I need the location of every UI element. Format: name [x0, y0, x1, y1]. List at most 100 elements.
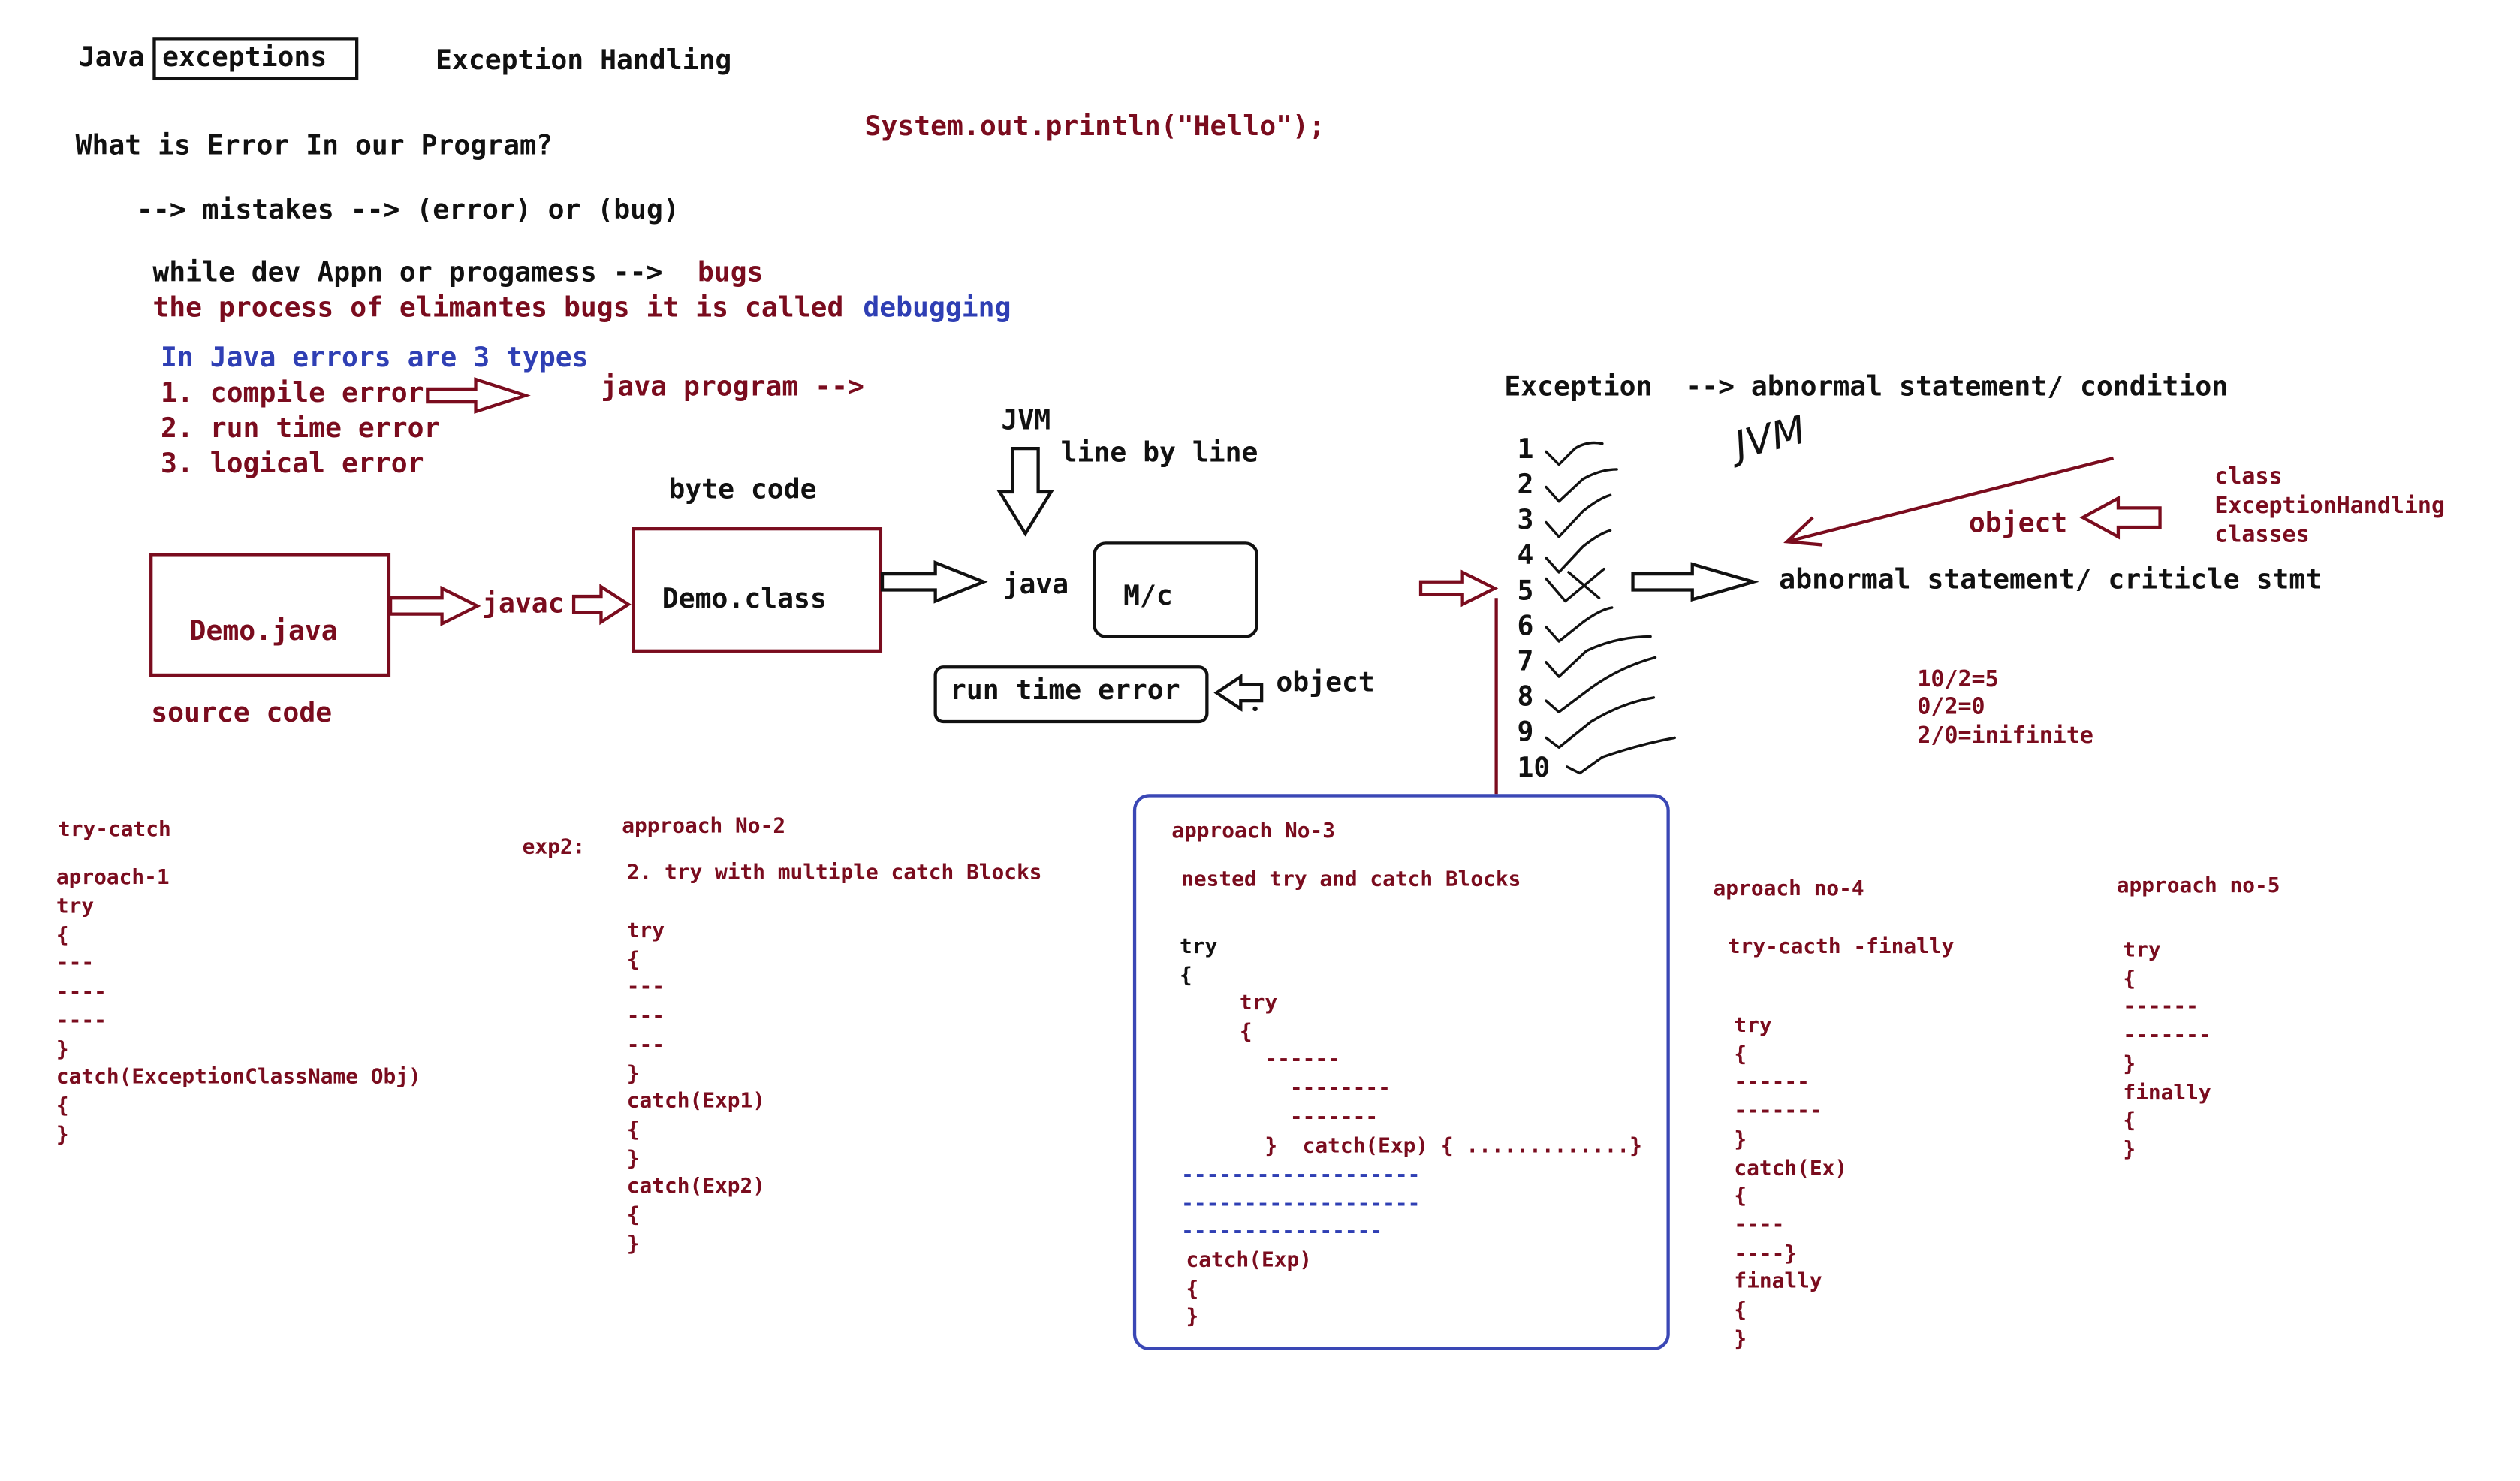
object-label: object	[1276, 667, 1375, 700]
approach-4-code: try{-------------}catch(Ex){--------}fin…	[1734, 1012, 1847, 1354]
abnormal-statement-label: abnormal statement/ criticle stmt	[1779, 564, 2323, 597]
step-number-10: 10	[1517, 752, 1551, 785]
approach-3-box	[1132, 794, 1670, 1350]
approach-2-title: approach No-2	[622, 815, 786, 840]
approach-3-inner-line: {	[1189, 1020, 1252, 1045]
java-program-label: java program -->	[601, 371, 864, 404]
approach-3-outer-try-line: {	[1179, 964, 1192, 988]
check-mark-7	[1545, 635, 1652, 678]
approach-2-code-line: {	[626, 948, 640, 973]
approach-1-code-line: {	[56, 924, 69, 949]
step-number-9: 9	[1517, 716, 1534, 750]
diagonal-arrowhead	[1783, 516, 1823, 547]
approach-1-code-line: ---	[56, 952, 95, 977]
check-mark-4	[1545, 529, 1612, 574]
approach-5-code-line: }	[2123, 1138, 2136, 1163]
demo-java-to-javac-arrow	[388, 585, 481, 626]
byte-code-label: byte code	[668, 474, 817, 507]
approach-4-code-line: {	[1734, 1299, 1747, 1323]
into-step-five-arrow	[1418, 569, 1499, 608]
check-mark-9	[1545, 696, 1656, 749]
approach-5-code-line: {	[2123, 967, 2136, 991]
approach-3-dash-line: -------------------	[1181, 1163, 1421, 1188]
class-to-java-arrow	[880, 560, 988, 604]
approach-3-outer-catch-line: catch(Exp)	[1186, 1249, 1313, 1274]
approach-3-outer-catch-line: {	[1186, 1277, 1199, 1302]
approach-5-title: approach no-5	[2116, 874, 2280, 899]
check-mark-1	[1545, 441, 1604, 466]
approach-1-code-line: ----	[56, 1009, 107, 1033]
exception-handling-title: Exception Handling	[436, 44, 732, 77]
exception-definition: Exception --> abnormal statement/ condit…	[1504, 371, 2229, 404]
approach-5-code-line: }	[2123, 1052, 2136, 1077]
approach-1-subtitle: aproach-1	[56, 866, 170, 891]
javac-label: javac	[482, 588, 565, 621]
line-by-line-label: line by line	[1060, 437, 1258, 469]
approach-1-code-line: catch(ExceptionClassName Obj)	[56, 1066, 421, 1090]
println-code: System.out.println("Hello");	[864, 110, 1325, 143]
approach-3-inner-block: try { ------ -------- ------- } catch(Ex…	[1189, 990, 1642, 1160]
step-number-4: 4	[1517, 540, 1534, 572]
runtime-error-label: run time error	[949, 674, 1180, 707]
approach-2-code-line: }	[626, 1061, 640, 1086]
approach-3-outer-try-line: try	[1179, 935, 1218, 960]
check-mark-3	[1545, 493, 1612, 538]
machine-box	[1093, 541, 1258, 638]
approach-3-subtitle: nested try and catch Blocks	[1181, 867, 1521, 892]
approach-3-dash-line: ----------------	[1181, 1220, 1383, 1245]
step-number-1: 1	[1517, 433, 1534, 466]
diagonal-arrow	[1786, 456, 2115, 544]
approach-3-inner-line: ------	[1189, 1048, 1340, 1073]
jvm-label: JVM	[1001, 405, 1051, 438]
approach-1-code-line: }	[56, 1123, 69, 1148]
java-label: Java	[78, 41, 145, 74]
step-number-8: 8	[1517, 681, 1534, 714]
demo-java-label: Demo.java	[189, 615, 338, 648]
javac-to-class-arrow	[571, 584, 632, 626]
approach-4-code-line: finally	[1734, 1270, 1822, 1295]
error-question: What is Error In our Program?	[75, 130, 553, 163]
approach-2-code-line: catch(Exp2)	[626, 1175, 765, 1200]
approach-2-code-line: ---	[626, 1033, 665, 1057]
process-line: the process of elimantes bugs it is call…	[152, 292, 844, 325]
exceptions-label: exceptions	[162, 41, 327, 74]
jvm-down-arrow	[996, 447, 1054, 537]
mistakes-line: --> mistakes --> (error) or (bug)	[136, 194, 680, 227]
demo-class-label: Demo.class	[662, 583, 827, 616]
machine-label: M/c	[1123, 580, 1173, 613]
approach-2-subtitle: 2. try with multiple catch Blocks	[626, 861, 1042, 886]
approach-5-code-line: try	[2123, 938, 2161, 964]
approach-3-inner-line: -------	[1189, 1105, 1379, 1130]
class-note-2: ExceptionHandling	[2214, 493, 2446, 520]
approach-3-inner-line: } catch(Exp) { .............}	[1189, 1134, 1642, 1159]
source-code-label: source code	[151, 697, 333, 730]
approach-4-title: aproach no-4	[1713, 877, 1864, 902]
approach-2-code-line: {	[626, 1204, 640, 1229]
approach-1-title: try-catch	[58, 818, 171, 843]
approach-4-code-line: try	[1734, 1014, 1772, 1039]
approach-5-code-line: -------	[2123, 1024, 2211, 1048]
check-mark-8	[1545, 656, 1657, 713]
approach-4-code-line: ----	[1734, 1213, 1785, 1238]
error-types-title: In Java errors are 3 types	[161, 342, 589, 375]
approach-3-dashes: ----------------------------------------…	[1181, 1162, 1420, 1247]
approach-2-code-line: try	[626, 919, 665, 944]
object-dot	[1252, 706, 1258, 712]
approach-4-code-line: }	[1734, 1327, 1747, 1352]
approach-2-code-line: }	[626, 1232, 640, 1257]
demo-java-box	[149, 553, 391, 677]
check-mark-6	[1545, 606, 1614, 643]
error-type-compile: 1. compile error	[161, 377, 424, 410]
approach-2-code-line: catch(Exp1)	[626, 1090, 765, 1115]
approach-3-outer-catch: catch(Exp){}	[1186, 1247, 1313, 1333]
approach-3-inner-line: try	[1189, 991, 1278, 1016]
java-run-label: java	[1002, 569, 1069, 602]
compile-error-arrow	[426, 377, 531, 414]
while-dev-line: while dev Appn or progamess -->	[152, 257, 663, 290]
bugs-word: bugs	[697, 257, 764, 290]
approach-1-code-line: ----	[56, 980, 107, 1005]
math-example-2: 0/2=0	[1917, 694, 1985, 720]
approach-4-code-line: ------	[1734, 1071, 1810, 1096]
step-five-to-abnormal-arrow	[1631, 562, 1759, 602]
class-note-3: classes	[2214, 522, 2310, 548]
